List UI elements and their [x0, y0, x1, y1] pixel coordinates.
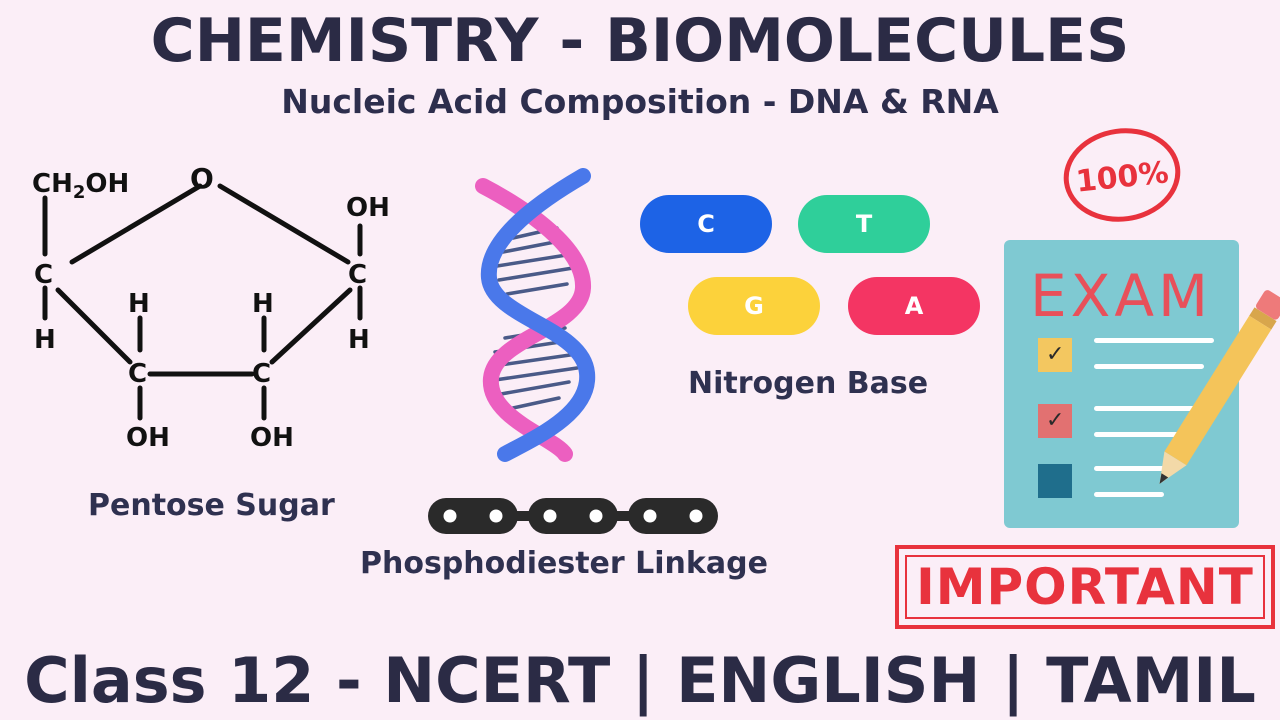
carbon-label: C: [252, 359, 271, 389]
line-decoration: [1094, 406, 1214, 411]
footer-title: Class 12 - NCERT | ENGLISH | TAMIL: [24, 644, 1256, 717]
phosphodiester-linkage-label: Phosphodiester Linkage: [360, 546, 768, 581]
carbon-label: C: [34, 260, 53, 290]
line-decoration: [1094, 492, 1164, 497]
check-mark-icon: ✓: [1046, 408, 1065, 433]
exam-clipboard: EXAM ✓ ✓: [1004, 240, 1239, 528]
chain-link-icon: [428, 498, 718, 534]
nitrogen-base-label: Nitrogen Base: [688, 366, 929, 401]
ch2oh-label: CH2OH: [32, 169, 129, 203]
checkbox-checked: [1038, 338, 1072, 372]
page-title: CHEMISTRY - BIOMOLECULES: [150, 6, 1130, 76]
base-a-pill: A: [848, 277, 980, 335]
pentose-sugar-label: Pentose Sugar: [88, 488, 335, 523]
oh-label: OH: [250, 423, 294, 453]
hydrogen-label: H: [348, 325, 370, 355]
checkbox-empty: [1038, 464, 1072, 498]
bond-line: [217, 183, 351, 265]
important-stamp: IMPORTANT: [895, 545, 1275, 629]
carbon-label: C: [128, 359, 147, 389]
dna-helix-icon: [475, 168, 596, 462]
important-stamp-text: IMPORTANT: [916, 558, 1254, 616]
bond-line: [69, 183, 203, 265]
base-t-pill: T: [798, 195, 930, 253]
line-decoration: [1094, 364, 1204, 369]
line-decoration: [1094, 338, 1214, 343]
line-decoration: [1094, 432, 1194, 437]
bond-line: [55, 287, 133, 365]
oh-label: OH: [126, 423, 170, 453]
base-c-pill: C: [640, 195, 772, 253]
page-subtitle: Nucleic Acid Composition - DNA & RNA: [281, 82, 999, 121]
oh-label: OH: [346, 193, 390, 223]
checkbox-checked: [1038, 404, 1072, 438]
clipboard-text: EXAM: [1030, 262, 1213, 330]
base-g-pill: G: [688, 277, 820, 335]
hydrogen-label: H: [128, 289, 150, 319]
ring-oxygen-label: O: [190, 162, 214, 195]
score-badge-icon: 100%: [1063, 128, 1181, 222]
pentose-sugar-structure: CH2OH O OH C H C H H C OH H C OH: [32, 162, 390, 453]
carbon-label: C: [348, 260, 367, 290]
pencil-icon: [1159, 290, 1280, 484]
line-decoration: [1094, 466, 1174, 471]
score-text: 100%: [1074, 155, 1170, 199]
hydrogen-label: H: [34, 325, 56, 355]
check-mark-icon: ✓: [1046, 342, 1065, 367]
hydrogen-label: H: [252, 289, 274, 319]
bond-line: [269, 287, 353, 365]
